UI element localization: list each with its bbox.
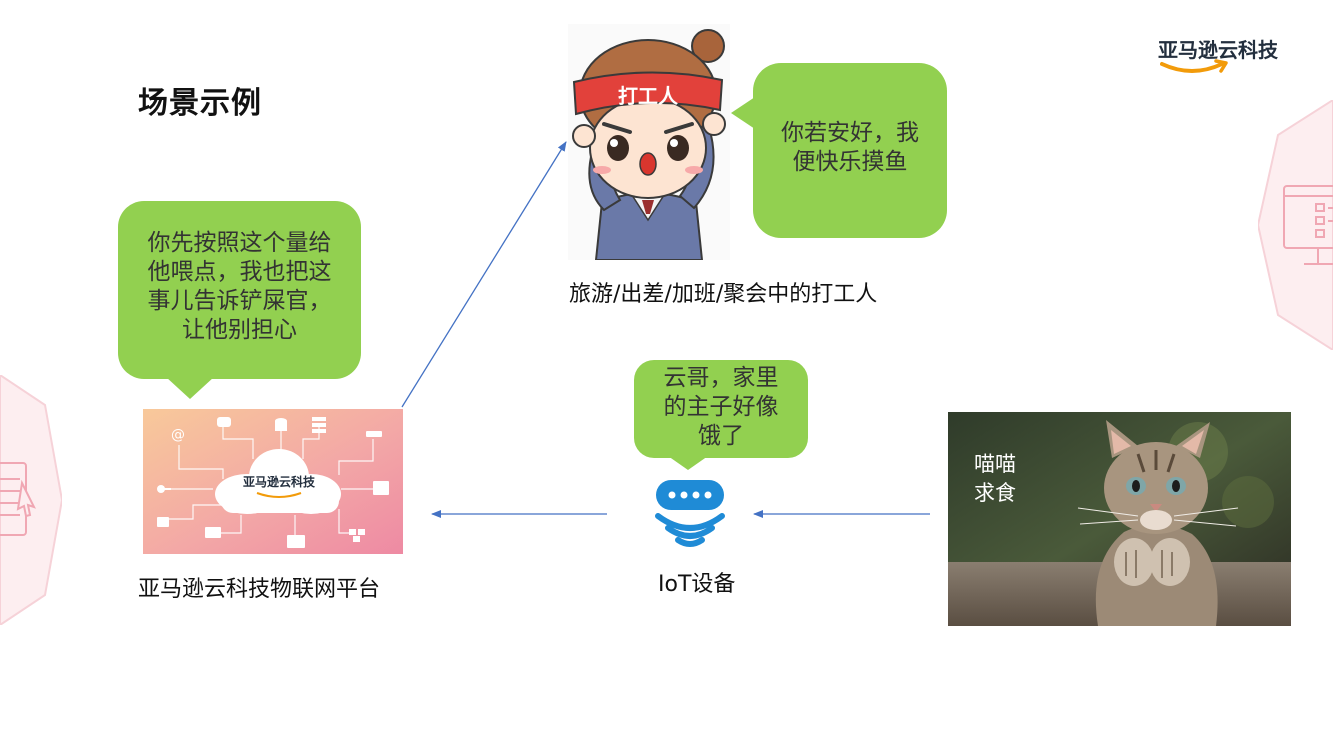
bubble-line: 云哥，家里 [638,364,804,393]
platform-logo-text: 亚马逊云科技 [243,474,316,489]
bubble-line: 你若安好，我 [761,119,939,148]
iot-device-icon [654,480,726,552]
chat-icon [217,417,231,427]
router-icon [366,431,382,437]
bubble-tail [731,97,755,129]
bubble-tail [668,456,708,470]
speech-bubble-feed: 你先按照这个量给 他喂点，我也把这 事儿告诉铲屎官， 让他别担心 [118,201,361,379]
cat-caption-line: 喵喵 [974,450,1016,479]
office-worker-illustration: 打工人 [568,24,730,260]
smile-arrow-icon [1160,58,1230,76]
bubble-line: 他喂点，我也把这 [128,258,351,287]
arrow-platform-to-worker [402,142,566,407]
cat-caption-line: 求食 [974,479,1016,508]
speech-bubble-worker: 你若安好，我 便快乐摸鱼 [753,63,947,238]
speech-bubble-iot: 云哥，家里 的主子好像 饿了 [634,360,808,458]
phone-icon [373,481,389,495]
bubble-tail [166,377,214,399]
boxes-icon [349,529,356,535]
headband-text: 打工人 [618,84,679,108]
bubble-line: 便快乐摸鱼 [761,148,939,177]
cat-photo [948,412,1291,626]
desktop-icon [205,527,221,538]
brand-logo: 亚马逊云科技 [1158,34,1298,80]
server-icon [312,417,326,421]
platform-label: 亚马逊云科技物联网平台 [138,571,380,603]
photo-icon [287,535,305,548]
iot-label: IoT设备 [658,566,735,598]
decorative-hexagon-right [1258,100,1333,350]
worker-label: 旅游/出差/加班/聚会中的打工人 [569,276,877,308]
iot-platform-illustration: @ 亚马逊云科技 [143,409,403,554]
decorative-hexagon-left [0,375,62,625]
cat-caption: 喵喵 求食 [974,450,1016,508]
page-title: 场景示例 [138,78,262,122]
bubble-line: 的主子好像 [638,393,804,422]
bubble-line: 饿了 [638,422,804,451]
lock-icon [157,517,169,527]
at-icon: @ [171,427,185,443]
bubble-line: 让他别担心 [128,316,351,345]
bubble-line: 事儿告诉铲屎官， [128,287,351,316]
bubble-line: 你先按照这个量给 [128,229,351,258]
